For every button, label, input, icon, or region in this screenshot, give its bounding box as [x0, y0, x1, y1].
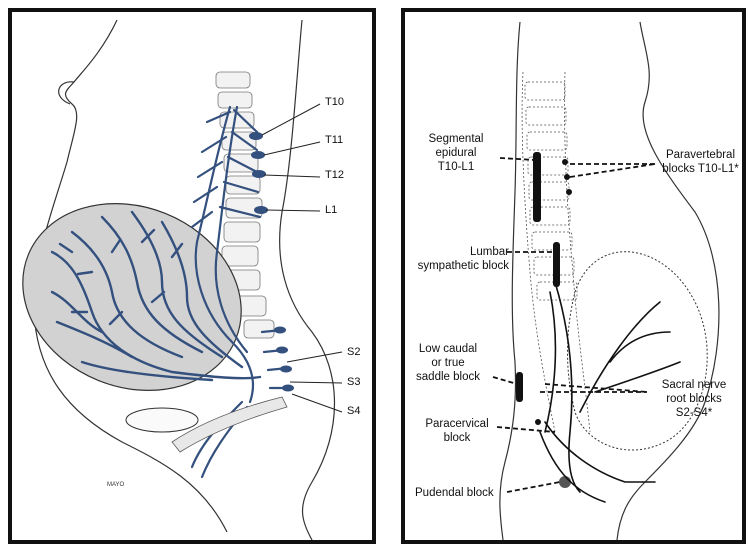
nerve-block-illustration: [405, 12, 742, 540]
label-s3: S3: [347, 376, 360, 389]
pain-pathways-illustration: [12, 12, 372, 540]
label-paracervical: Paracervical block: [417, 417, 497, 445]
caudal-block-bar: [516, 372, 523, 402]
back-outline: [500, 22, 520, 540]
illustrator-signature: MAYO: [107, 482, 124, 489]
label-s4: S4: [347, 405, 360, 418]
label-paravertebral: Paravertebral blocks T10-L1*: [653, 148, 748, 176]
label-t11: T11: [325, 134, 343, 147]
right-illustration-panel: Segmental epidural T10-L1 Paravertebral …: [401, 8, 746, 544]
label-pudendal: Pudendal block: [415, 486, 494, 500]
left-illustration-panel: T10 T11 T12 L1 S2 S3 S4 MAYO: [8, 8, 376, 544]
label-segmental-epidural: Segmental epidural T10-L1: [411, 132, 501, 174]
label-low-caudal: Low caudal or true saddle block: [405, 342, 491, 384]
label-s2: S2: [347, 346, 360, 359]
label-t12: T12: [325, 169, 344, 182]
epidural-block-bar: [533, 152, 541, 222]
bladder: [126, 408, 198, 432]
label-sacral-nerve: Sacral nerve root blocks S2-S4*: [649, 378, 739, 420]
lumbar-block-bar: [553, 242, 560, 287]
leader-lines: [493, 158, 655, 492]
block-sites: [516, 152, 572, 488]
label-l1: L1: [325, 204, 337, 217]
abdomen-outline: [617, 22, 719, 540]
leader-lines: [262, 104, 342, 412]
label-t10: T10: [325, 96, 344, 109]
label-lumbar-sympathetic: Lumbar sympathetic block: [405, 245, 509, 273]
